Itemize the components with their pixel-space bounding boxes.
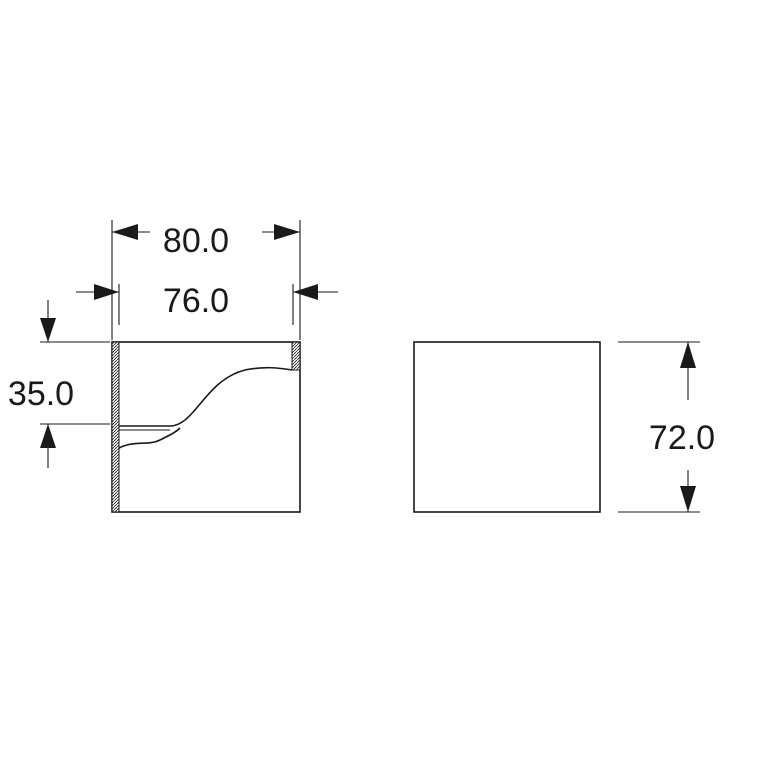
dimension-inner-width: 76.0 [76, 282, 338, 325]
arrow-left-icon [112, 224, 138, 240]
hook-profile-upper [119, 366, 293, 427]
dimension-hook-height: 35.0 [8, 300, 110, 468]
arrow-right-icon [274, 224, 300, 240]
dimension-label-outer-width: 80.0 [163, 222, 229, 260]
arrow-down-icon [40, 318, 56, 342]
arrow-right-icon [94, 284, 119, 300]
arrow-up-icon [40, 424, 56, 448]
arrow-down-icon [680, 486, 696, 512]
arrow-left-icon [293, 284, 318, 300]
left-wall-section [111, 341, 120, 513]
dimension-label-inner-width: 76.0 [163, 282, 229, 320]
dimension-label-total-height: 72.0 [649, 419, 715, 457]
arrow-up-icon [680, 342, 696, 368]
side-view-outline [413, 341, 601, 513]
right-wall-section [291, 341, 301, 371]
dimension-outer-width: 80.0 [111, 220, 301, 340]
dimension-label-hook-height: 35.0 [8, 375, 74, 413]
hook-profile-lower [118, 427, 181, 449]
side-view [413, 341, 601, 513]
front-view [111, 341, 301, 513]
dimension-total-height: 72.0 [618, 341, 715, 513]
